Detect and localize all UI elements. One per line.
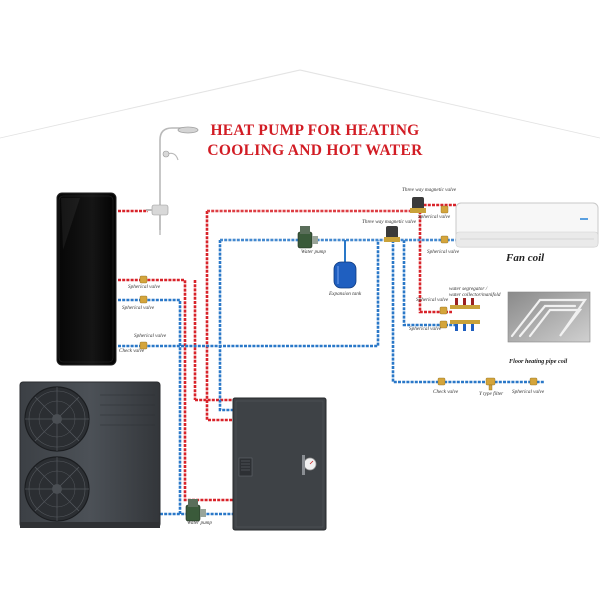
- manifold-icon: [450, 298, 480, 331]
- indoor-hydro-box: [232, 397, 327, 531]
- label-fan-coil: Fan coil: [506, 252, 545, 264]
- three-way-valve-top-icon: [410, 197, 426, 213]
- label-spherical-tank-2: Spherical valve: [122, 305, 155, 311]
- diagram-title-line2: COOLING AND HOT WATER: [207, 142, 423, 159]
- label-floor-heating: Floor heating pipe coil: [509, 358, 568, 365]
- y-type-filter-icon: [485, 377, 496, 391]
- label-expansion-tank: Expansion tank: [329, 291, 362, 297]
- label-check-valve-bottom: Check valve: [433, 389, 459, 395]
- shower-icon: [146, 126, 199, 235]
- diagram-title-line1: HEAT PUMP FOR HEATING: [210, 122, 420, 139]
- label-spherical-floor-top: Spherical valve: [416, 297, 449, 303]
- label-three-way-valve-top: Three way magnetic valve: [402, 187, 457, 193]
- floor-heating-coil: [507, 291, 591, 343]
- water-pump-bottom-icon: [185, 499, 206, 522]
- label-spherical-fan-top: Spherical valve: [418, 214, 451, 220]
- label-water-pump-bottom: Water pump: [187, 520, 213, 526]
- outdoor-heat-pump-unit: [19, 381, 161, 528]
- label-water-pump-top: Water pump: [301, 249, 327, 255]
- spherical-valves: [139, 205, 538, 386]
- water-pump-top-icon: [297, 226, 318, 249]
- water-tank: [56, 192, 117, 366]
- label-y-type-filter: Y type filter: [479, 391, 504, 397]
- label-check-valve-tank: Check valve: [119, 348, 145, 354]
- label-water-segregator: water segregator /: [449, 286, 488, 292]
- label-three-way-valve-mid: Three way magnetic valve: [362, 219, 417, 225]
- three-way-valve-mid-icon: [384, 226, 400, 242]
- label-spherical-tank-3: Spherical valve: [134, 333, 167, 339]
- fan-coil-unit: [455, 202, 599, 248]
- label-spherical-fan-bottom: Spherical valve: [427, 249, 460, 255]
- label-spherical-tank-1: Spherical valve: [128, 284, 161, 290]
- label-spherical-bottom-right: Spherical valve: [512, 389, 545, 395]
- expansion-tank-icon: [333, 240, 357, 289]
- label-spherical-floor-bottom: Spherical valve: [409, 326, 442, 332]
- label-water-collector: water collector/manifold: [449, 292, 501, 298]
